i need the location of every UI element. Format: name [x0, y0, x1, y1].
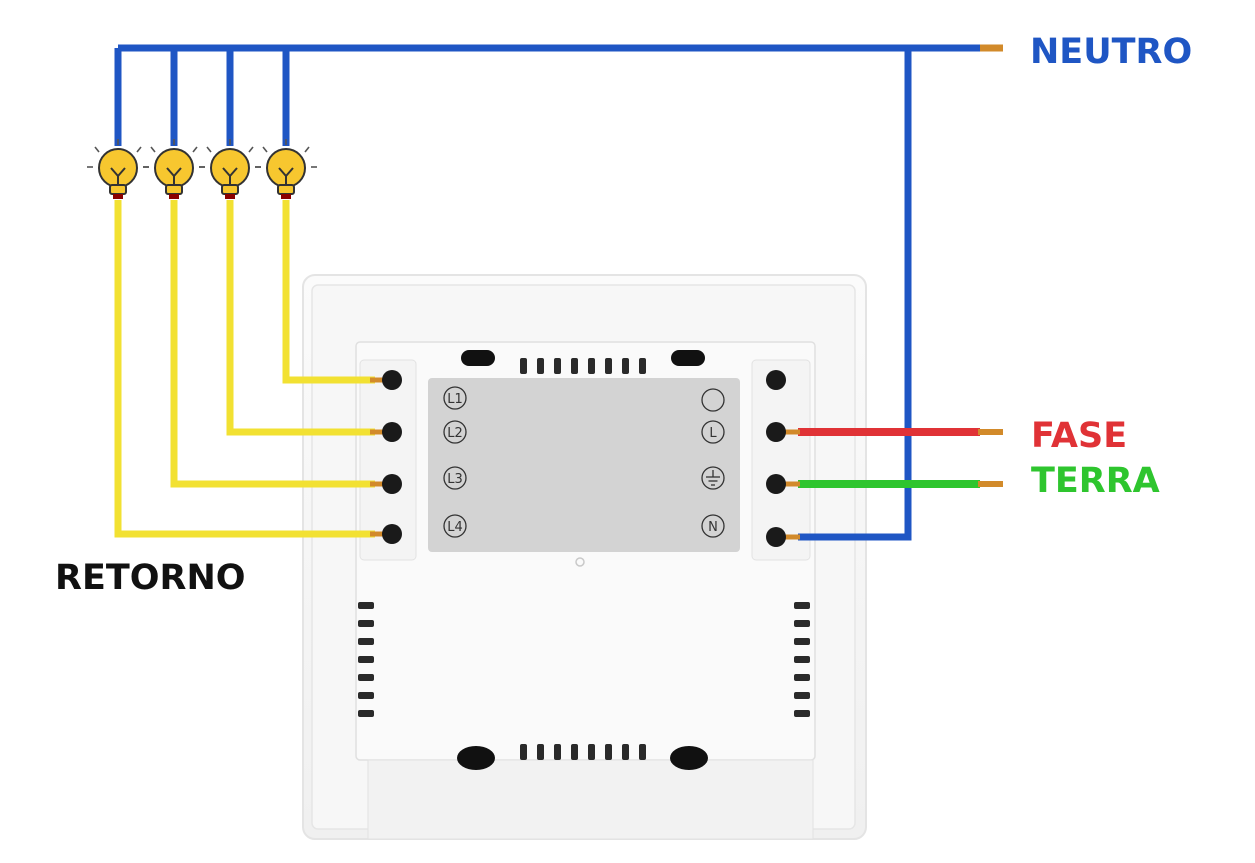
svg-text:L: L: [709, 426, 717, 441]
terminal-label-n: N: [701, 514, 725, 538]
svg-text:L4: L4: [447, 520, 463, 535]
light-bulb-icon: [199, 139, 261, 199]
return-label: RETORNO: [55, 558, 245, 598]
light-bulb-icon: [87, 139, 149, 199]
vent-bottom: [520, 744, 646, 760]
ground-symbol-icon: [701, 466, 725, 490]
terminal-label-l3: L3: [443, 466, 467, 490]
switch-lower-base: [367, 759, 814, 840]
terminal-label-empty: [701, 388, 725, 412]
light-bulb-icon: [143, 139, 205, 199]
right-terminal-screws: [766, 370, 786, 547]
left-terminal-block: [359, 359, 417, 561]
vent-left: [358, 602, 374, 717]
mount-slot-bottom-left: [457, 746, 495, 770]
neutral-wiring: [114, 44, 980, 541]
terminal-label-l: L: [701, 420, 725, 444]
svg-text:L1: L1: [447, 392, 463, 407]
mount-slot-top-right: [671, 350, 705, 366]
screw-hole: [575, 557, 585, 567]
mount-slot-top-left: [461, 350, 495, 366]
svg-text:L2: L2: [447, 426, 463, 441]
mount-slot-bottom-right: [670, 746, 708, 770]
ground-label: TERRA: [1031, 461, 1160, 501]
return-wiring: [114, 200, 375, 538]
terminal-label-l4: L4: [443, 514, 467, 538]
svg-text:N: N: [708, 520, 718, 535]
terminal-label-l1: L1: [443, 386, 467, 410]
light-bulb-icon: [255, 139, 317, 199]
right-terminal-block: [751, 359, 811, 561]
svg-text:L3: L3: [447, 472, 463, 487]
neutral-label: NEUTRO: [1030, 32, 1192, 72]
phase-label: FASE: [1031, 416, 1127, 456]
vent-top: [520, 358, 646, 374]
terminal-label-plate: [428, 378, 740, 552]
vent-right: [794, 602, 810, 717]
terminal-label-l2: L2: [443, 420, 467, 444]
switch-body: L1 L2 L3 L4 L N: [302, 274, 867, 840]
left-terminal-screws: [382, 370, 402, 544]
